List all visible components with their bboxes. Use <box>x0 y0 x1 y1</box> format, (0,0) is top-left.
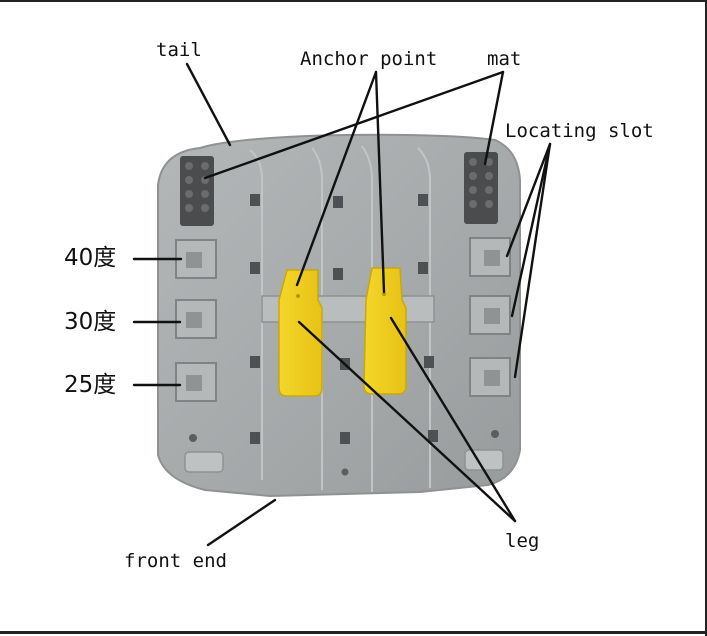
anchor-point-label: Anchor point <box>300 48 438 70</box>
mat-leader-left <box>203 70 505 180</box>
left-leg <box>278 269 323 397</box>
leader-lines <box>132 62 552 547</box>
right-slots <box>469 237 511 397</box>
slot-leader-3 <box>513 142 552 379</box>
angle-40-label: 40度 <box>64 245 117 271</box>
mat-leader-right <box>483 70 505 166</box>
right-leg <box>363 267 407 395</box>
top-border <box>0 0 707 2</box>
mat-label: mat <box>487 48 522 70</box>
plate-ribs <box>249 145 431 492</box>
right-border <box>705 0 707 636</box>
left-mat <box>180 156 214 226</box>
tail-leader <box>185 62 232 147</box>
slot-leader-2 <box>510 142 552 318</box>
leg-leader-right <box>389 316 517 523</box>
locating-slot-label: Locating slot <box>505 120 654 142</box>
tail-label: tail <box>156 39 202 61</box>
bottom-border <box>0 631 707 634</box>
front-end-leader <box>206 498 277 547</box>
anchor-leader-left <box>295 70 378 287</box>
front-end-label: front end <box>124 550 227 572</box>
leg-leader-left <box>297 320 517 523</box>
anchor-leader-right <box>374 70 386 294</box>
right-mat <box>464 152 498 224</box>
slot-leader-1 <box>505 142 552 258</box>
leg-label: leg <box>505 530 540 552</box>
angle-25-label: 25度 <box>64 372 117 398</box>
angle-30-label: 30度 <box>64 309 117 335</box>
